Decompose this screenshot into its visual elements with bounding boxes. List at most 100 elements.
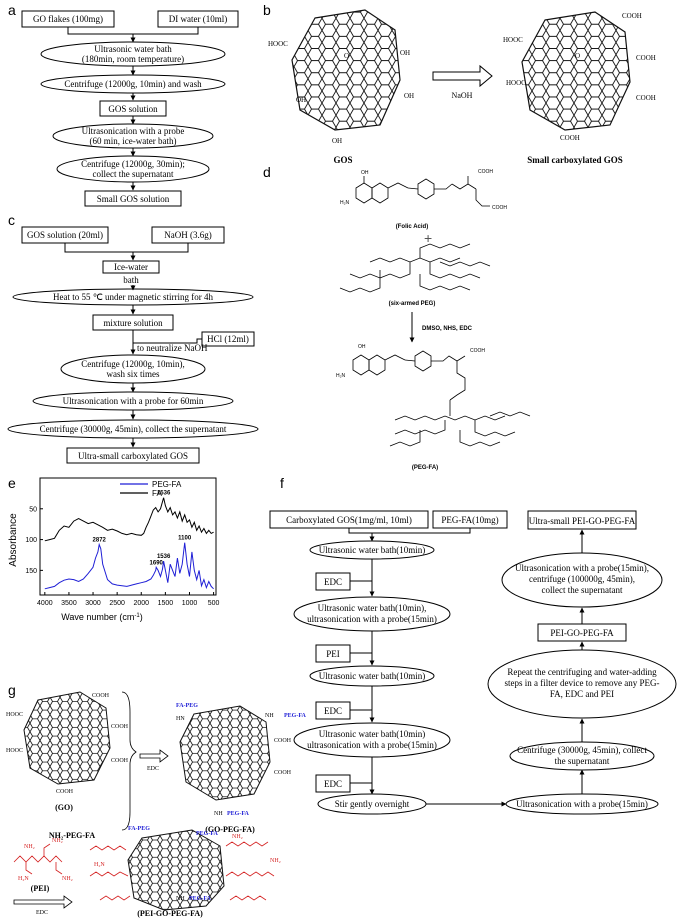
text-probe-cent-1: Ultrasonication with a probe(15min),: [515, 563, 649, 573]
y-axis-label: Absorbance: [8, 513, 19, 567]
label-cooh: COOH: [56, 789, 74, 795]
label-nh2: NH₂: [270, 858, 281, 864]
label-h2n: H₂N: [340, 200, 350, 206]
text-bath-probe-1: Ultrasonic water bath(10min),: [318, 603, 427, 613]
text-hcl: HCl (12ml): [207, 334, 249, 344]
label-hooc: HOOC: [503, 36, 523, 44]
label-cooh: COOH: [560, 134, 580, 142]
legend-peg-fa: PEG-FA: [152, 480, 182, 489]
x-axis-label-main: Wave number (cm: [61, 612, 134, 622]
x-tick-label: 1000: [182, 600, 198, 607]
text-probe-cent-3: collect the supernatant: [542, 585, 623, 595]
x-axis-label-end: ): [140, 612, 143, 622]
label-oh: OH: [358, 344, 366, 350]
label-oh: OH: [296, 96, 306, 104]
go-peg-fa-structure: [179, 705, 271, 801]
edc-arrow: [139, 749, 169, 763]
label-nh2: NH₂: [52, 838, 63, 844]
text-probe: Ultrasonication with a probe for 60min: [63, 396, 204, 406]
text-edc2: EDC: [324, 706, 342, 716]
x-tick-label: 3000: [85, 600, 101, 607]
text-go-flakes: GO flakes (100mg): [33, 14, 103, 24]
label-cooh: COOH: [636, 54, 656, 62]
text-centrifuge3: Centrifuge (30000g, 45min), collect the …: [40, 424, 227, 434]
label-o: O: [575, 52, 580, 60]
label-folic-acid: (Folic Acid): [396, 224, 428, 230]
text-bath-probe2-1: Ultrasonic water bath(10min): [319, 729, 425, 739]
label-h2n: H₂N: [94, 862, 105, 868]
text-repeat-1: Repeat the centrifuging and water-adding: [507, 667, 657, 677]
plot-frame: [39, 477, 217, 596]
x-axis-label-sup: -1: [134, 613, 140, 619]
text-bath2: Ultrasonic water bath(10min): [319, 671, 425, 681]
text-centrifuge2-2: collect the supernatant: [93, 169, 174, 179]
text-repeat-2: steps in a filter device to remove any P…: [505, 678, 660, 688]
label-pei: (PEI): [31, 884, 50, 893]
label-hooc: HOOC: [6, 712, 23, 718]
label-nh2: NH₂: [62, 876, 73, 882]
label-edc2: EDC: [36, 910, 48, 916]
label-oh: OH: [332, 137, 342, 145]
text-edc3: EDC: [324, 779, 342, 789]
x-tick-label: 3500: [61, 600, 77, 607]
label-peg-fa: PEG-FA: [284, 713, 307, 719]
label-nh: NH: [265, 713, 274, 719]
text-centrifuge-1: Centrifuge (12000g, 10min),: [81, 359, 184, 369]
text-neutralize: to neutralize NaOH: [137, 343, 208, 353]
panel-label-d: d: [263, 164, 271, 180]
label-cooh: COOH: [478, 169, 493, 175]
box-ice-water: [102, 260, 160, 274]
x-tick-label: 1500: [158, 600, 174, 607]
text-centrifuge-1: Centrifuge (30000g, 45min), collect: [517, 745, 647, 755]
text-edc: EDC: [324, 577, 342, 587]
label-cooh: COOH: [92, 693, 110, 699]
label-hooc: HOOC: [268, 40, 288, 48]
label-peg-fa: PEG-FA: [196, 831, 219, 837]
label-fa-peg: FA-PEG: [128, 826, 150, 832]
peg-fa-structure: [352, 350, 531, 447]
label-go: (GO): [55, 803, 73, 812]
text-carboxylated: Carboxylated GOS(1mg/ml, 10ml): [286, 515, 412, 525]
text-peg-fa: PEG-FA(10mg): [441, 515, 498, 525]
text-probe-cent-2: centrifuge (100000g, 45min),: [529, 574, 635, 584]
text-bath-probe2-2: ultrasonication with a probe(15min): [307, 740, 437, 750]
label-peg-fa: PEG-FA: [227, 811, 250, 817]
panel-label-g: g: [8, 682, 16, 698]
text-centrifuge-2: the supernatant: [555, 756, 610, 766]
label-nh2: NH₂: [24, 844, 35, 850]
label-nh: NH: [176, 896, 185, 902]
box-ultra-small: [66, 447, 200, 464]
gos-sheet-structure: [291, 9, 401, 131]
annotation-label: 1100: [178, 536, 192, 542]
label-hn: HN: [176, 716, 185, 722]
pei-go-peg-fa-structure: [127, 829, 225, 911]
connector: [133, 338, 202, 344]
text-heat: Heat to 55 ℃ under magnetic stirring for…: [53, 292, 214, 302]
x-tick-label: 500: [208, 600, 220, 607]
naoh-arrow: [432, 64, 493, 88]
label-oh: OH: [400, 49, 410, 57]
label-cooh: COOH: [622, 12, 642, 20]
label-h2n: H₂N: [18, 876, 29, 882]
text-ultra-small: Ultra-small carboxylated GOS: [78, 451, 188, 461]
label-fa-peg: FA-PEG: [176, 703, 198, 709]
label-gos: GOS: [333, 155, 352, 165]
label-reagents: DMSO, NHS, EDC: [422, 326, 473, 332]
panel-label-b: b: [263, 2, 271, 18]
label-nh2-peg-fa: NH₂-PEG-FA: [49, 831, 95, 840]
label-h2n: H₂N: [336, 373, 346, 379]
connector: [348, 528, 471, 534]
label-peg-fa: (PEG-FA): [412, 465, 438, 471]
text-centrifuge2-1: Centrifuge (12000g, 30min);: [81, 159, 185, 169]
text-ice-water-2: bath: [123, 275, 139, 285]
panel-g: COOH HOOC COOH HOOC COOH COOH (GO) NH₂-P…: [6, 691, 307, 918]
label-cooh: COOH: [274, 770, 292, 776]
text-stir: Stir gently overnight: [335, 799, 410, 809]
legend-fa: FA: [152, 489, 162, 498]
edc-arrow-2: [13, 895, 73, 909]
box-ultra-small: [527, 510, 637, 530]
annotation-label: 1536: [157, 554, 171, 560]
flowchart-c: GOS solution (20ml) NaOH (3.6g) Ice-wate…: [7, 226, 259, 464]
